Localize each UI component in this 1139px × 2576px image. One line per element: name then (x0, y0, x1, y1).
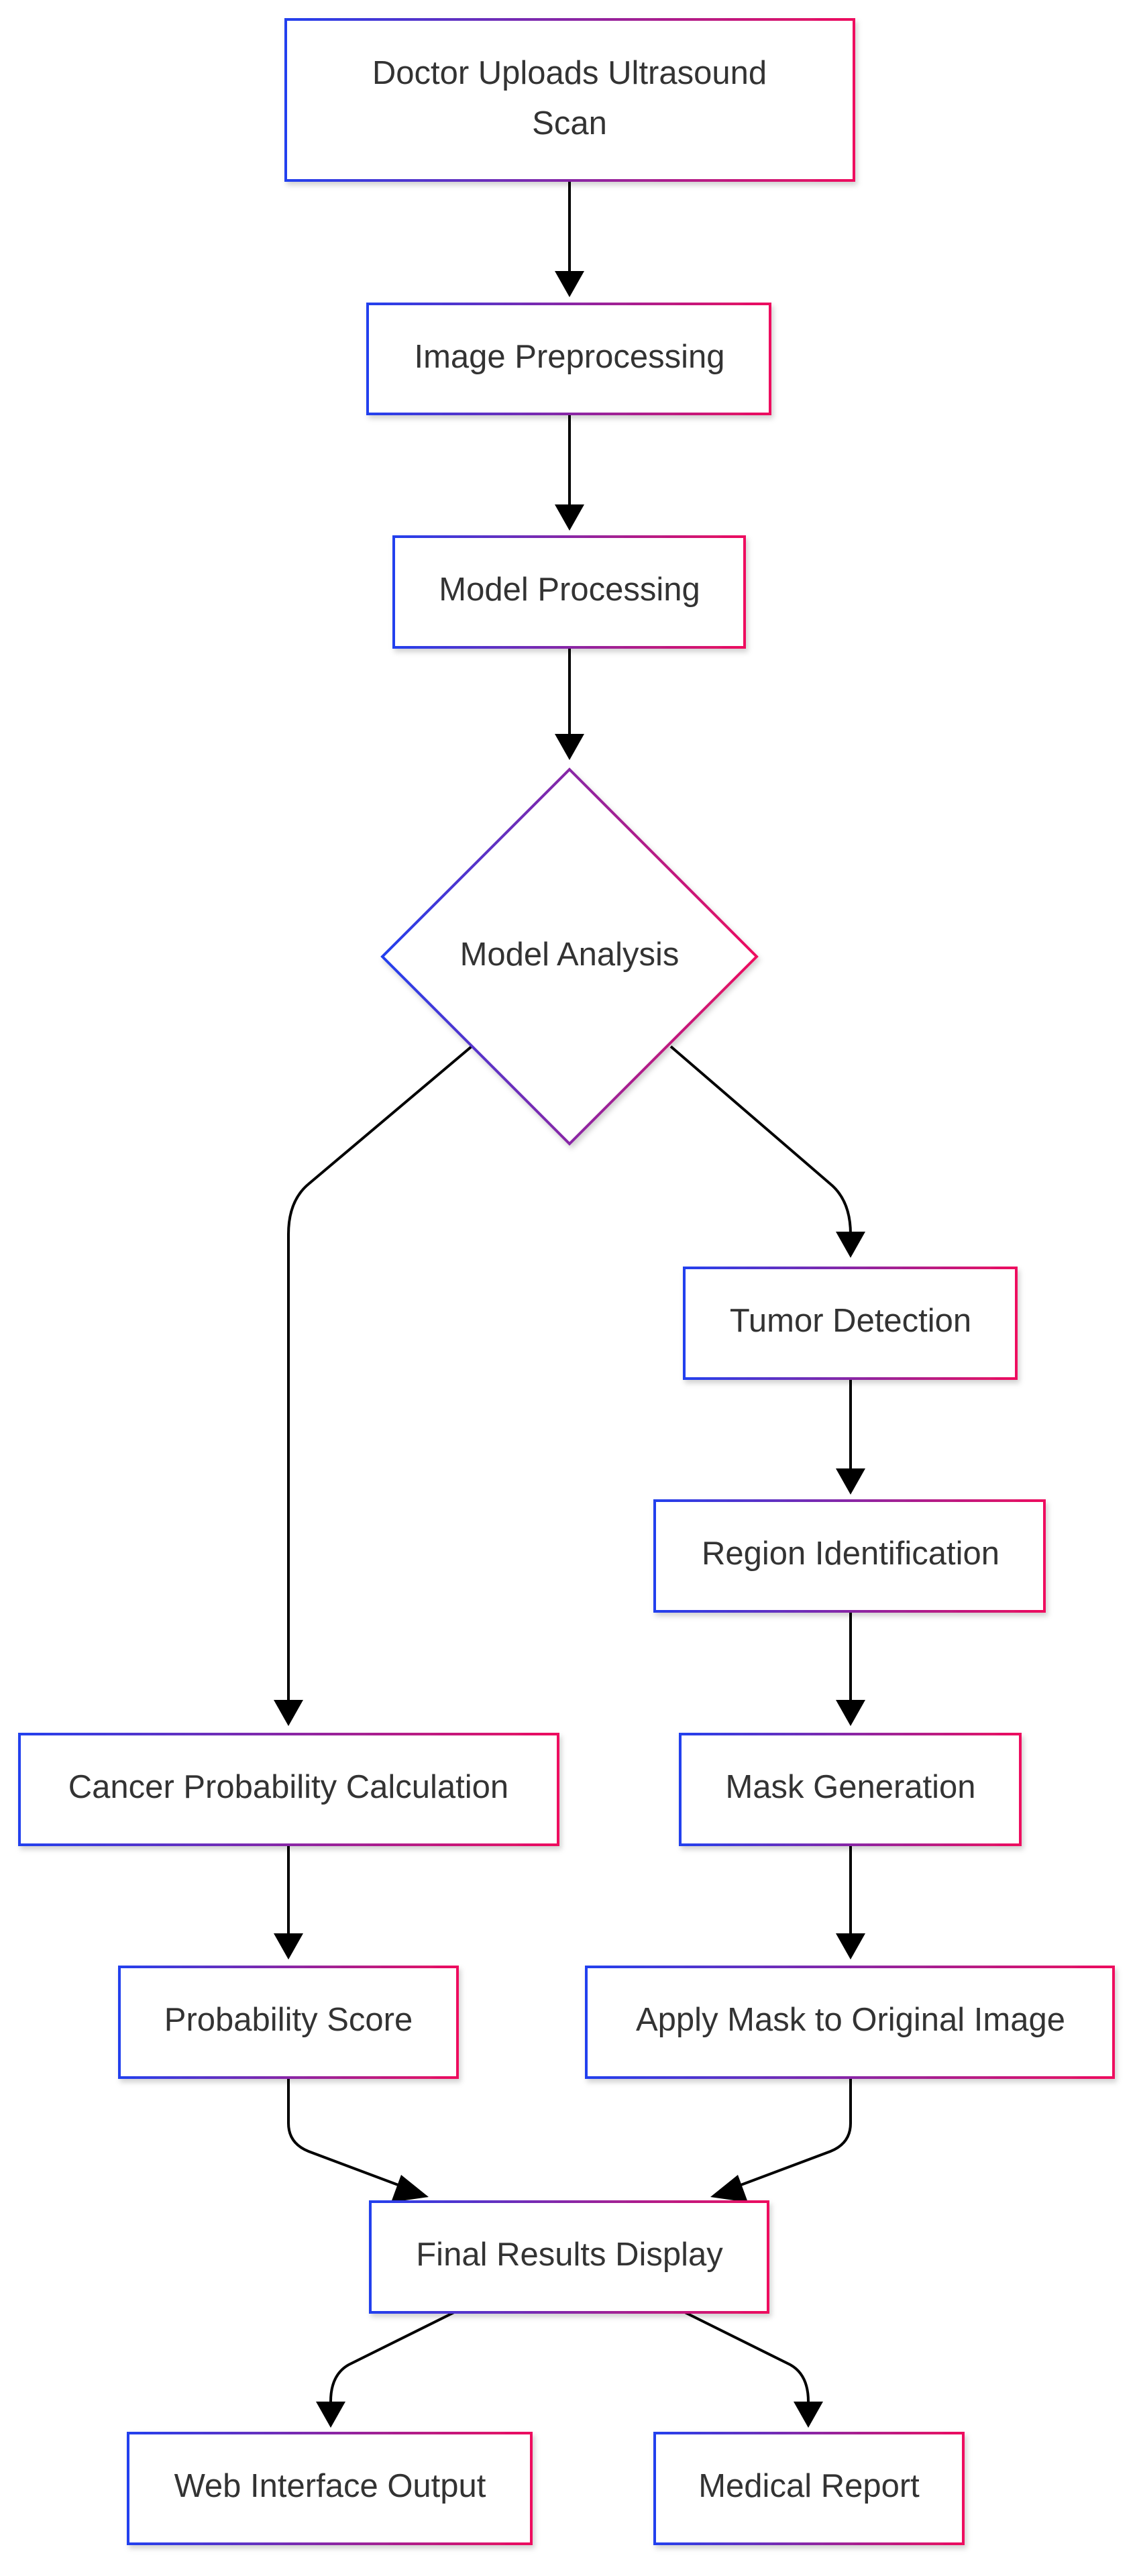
node-model-analysis-decision[interactable]: Model Analysis (380, 767, 759, 1146)
node-label: Final Results Display (416, 2237, 723, 2273)
edge-final-results-to-medical-report (684, 2311, 810, 2408)
node-label: Apply Mask to Original Image (636, 2002, 1065, 2038)
node-tumor-detection[interactable]: Tumor Detection (683, 1267, 1018, 1380)
node-label: Web Interface Output (174, 2468, 486, 2504)
node-label: Region Identification (702, 1536, 999, 1572)
arrowhead (555, 271, 584, 297)
node-label: Image Preprocessing (414, 339, 724, 375)
node-cancer-probability-calculation[interactable]: Cancer Probability Calculation (18, 1733, 559, 1846)
node-web-interface-output[interactable]: Web Interface Output (127, 2432, 533, 2545)
edge-model-analysis-to-cancer-probability (287, 1045, 473, 1707)
arrowhead (836, 1232, 865, 1258)
node-label: Scan (532, 105, 607, 142)
node-label: Model Processing (439, 572, 700, 608)
node-mask-generation[interactable]: Mask Generation (679, 1733, 1022, 1846)
edges (274, 181, 865, 2428)
arrowhead (794, 2402, 823, 2428)
node-label: Cancer Probability Calculation (68, 1769, 508, 1805)
arrowhead (316, 2402, 345, 2428)
node-region-identification[interactable]: Region Identification (653, 1499, 1046, 1613)
arrowhead (555, 734, 584, 760)
node-medical-report[interactable]: Medical Report (653, 2432, 965, 2545)
arrowhead (836, 1933, 865, 1960)
node-image-preprocessing[interactable]: Image Preprocessing (366, 303, 771, 415)
arrowhead (555, 504, 584, 531)
arrowhead (274, 1700, 303, 1726)
node-label: Mask Generation (725, 1769, 975, 1805)
arrowhead (836, 1468, 865, 1495)
node-label: Tumor Detection (730, 1303, 971, 1339)
edge-probability-score-to-final-results (287, 2078, 411, 2191)
node-final-results-display[interactable]: Final Results Display (369, 2200, 769, 2314)
arrowhead (836, 1700, 865, 1726)
node-apply-mask[interactable]: Apply Mask to Original Image (585, 1966, 1115, 2079)
node-model-processing[interactable]: Model Processing (392, 535, 746, 649)
node-label: Medical Report (698, 2468, 920, 2504)
edge-final-results-to-web-interface (329, 2311, 455, 2408)
edge-model-analysis-to-tumor-detection (669, 1045, 852, 1235)
arrowhead (274, 1933, 303, 1960)
node-probability-score[interactable]: Probability Score (118, 1966, 459, 2079)
node-doctor-uploads-scan[interactable]: Doctor Uploads Ultrasound Scan (284, 18, 855, 182)
node-label: Probability Score (164, 2002, 413, 2038)
arrowhead (391, 2175, 429, 2202)
node-label: Model Analysis (460, 936, 680, 973)
arrowhead (710, 2175, 748, 2202)
edge-apply-mask-to-final-results (728, 2078, 852, 2191)
node-label: Doctor Uploads Ultrasound (372, 55, 767, 91)
